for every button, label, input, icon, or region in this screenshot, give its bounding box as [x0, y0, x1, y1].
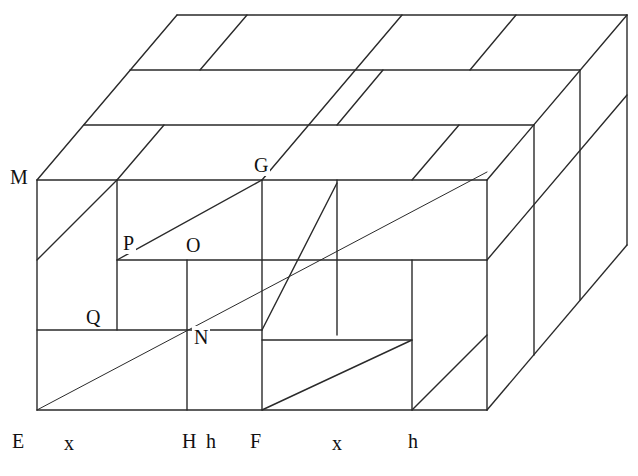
point-label: O — [184, 234, 202, 256]
point-label: x — [62, 432, 76, 454]
point-label: h — [204, 430, 218, 452]
point-label: H — [180, 430, 198, 452]
point-label: M — [8, 166, 30, 188]
point-label: G — [252, 154, 270, 176]
point-label: P — [121, 232, 136, 254]
point-label: E — [10, 430, 26, 452]
point-label: F — [248, 430, 263, 452]
point-label: N — [192, 326, 210, 348]
point-label: x — [330, 432, 344, 454]
point-label: h — [406, 430, 420, 452]
point-label: Q — [84, 306, 102, 328]
